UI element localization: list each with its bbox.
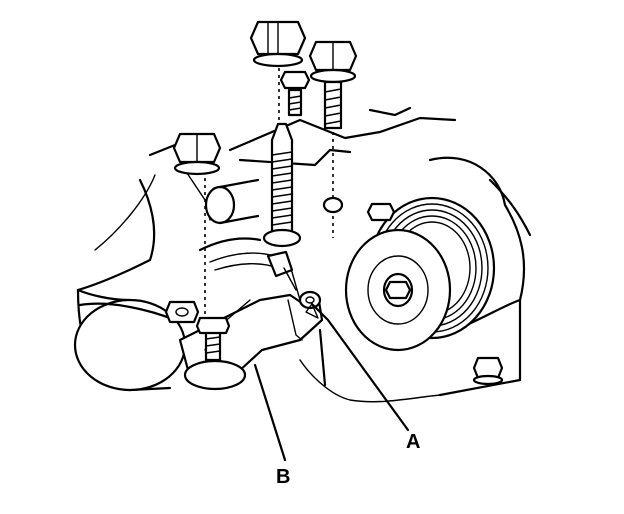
flange-nut-top — [249, 20, 307, 68]
flange-nut-left — [172, 132, 222, 176]
flange-bolt-long — [308, 40, 358, 130]
callout-label-b: B — [276, 466, 290, 488]
wire-connector — [266, 250, 297, 291]
idler-pulley — [344, 196, 496, 352]
small-bolt — [279, 70, 311, 117]
engine-block-outline — [76, 106, 532, 403]
bolt-hole-upper — [322, 196, 344, 214]
bracket-stud — [195, 316, 231, 362]
leader-line-a — [310, 302, 410, 432]
threaded-stud — [262, 122, 302, 248]
bolt-right-upper — [366, 202, 396, 222]
boss-cylinder — [204, 178, 260, 225]
callout-label-a: A — [406, 431, 420, 453]
leader-line-b — [253, 363, 287, 462]
leader-arrow-a — [305, 303, 319, 319]
bolt-right-lower — [472, 356, 504, 386]
bracket-nut-left — [164, 300, 200, 324]
